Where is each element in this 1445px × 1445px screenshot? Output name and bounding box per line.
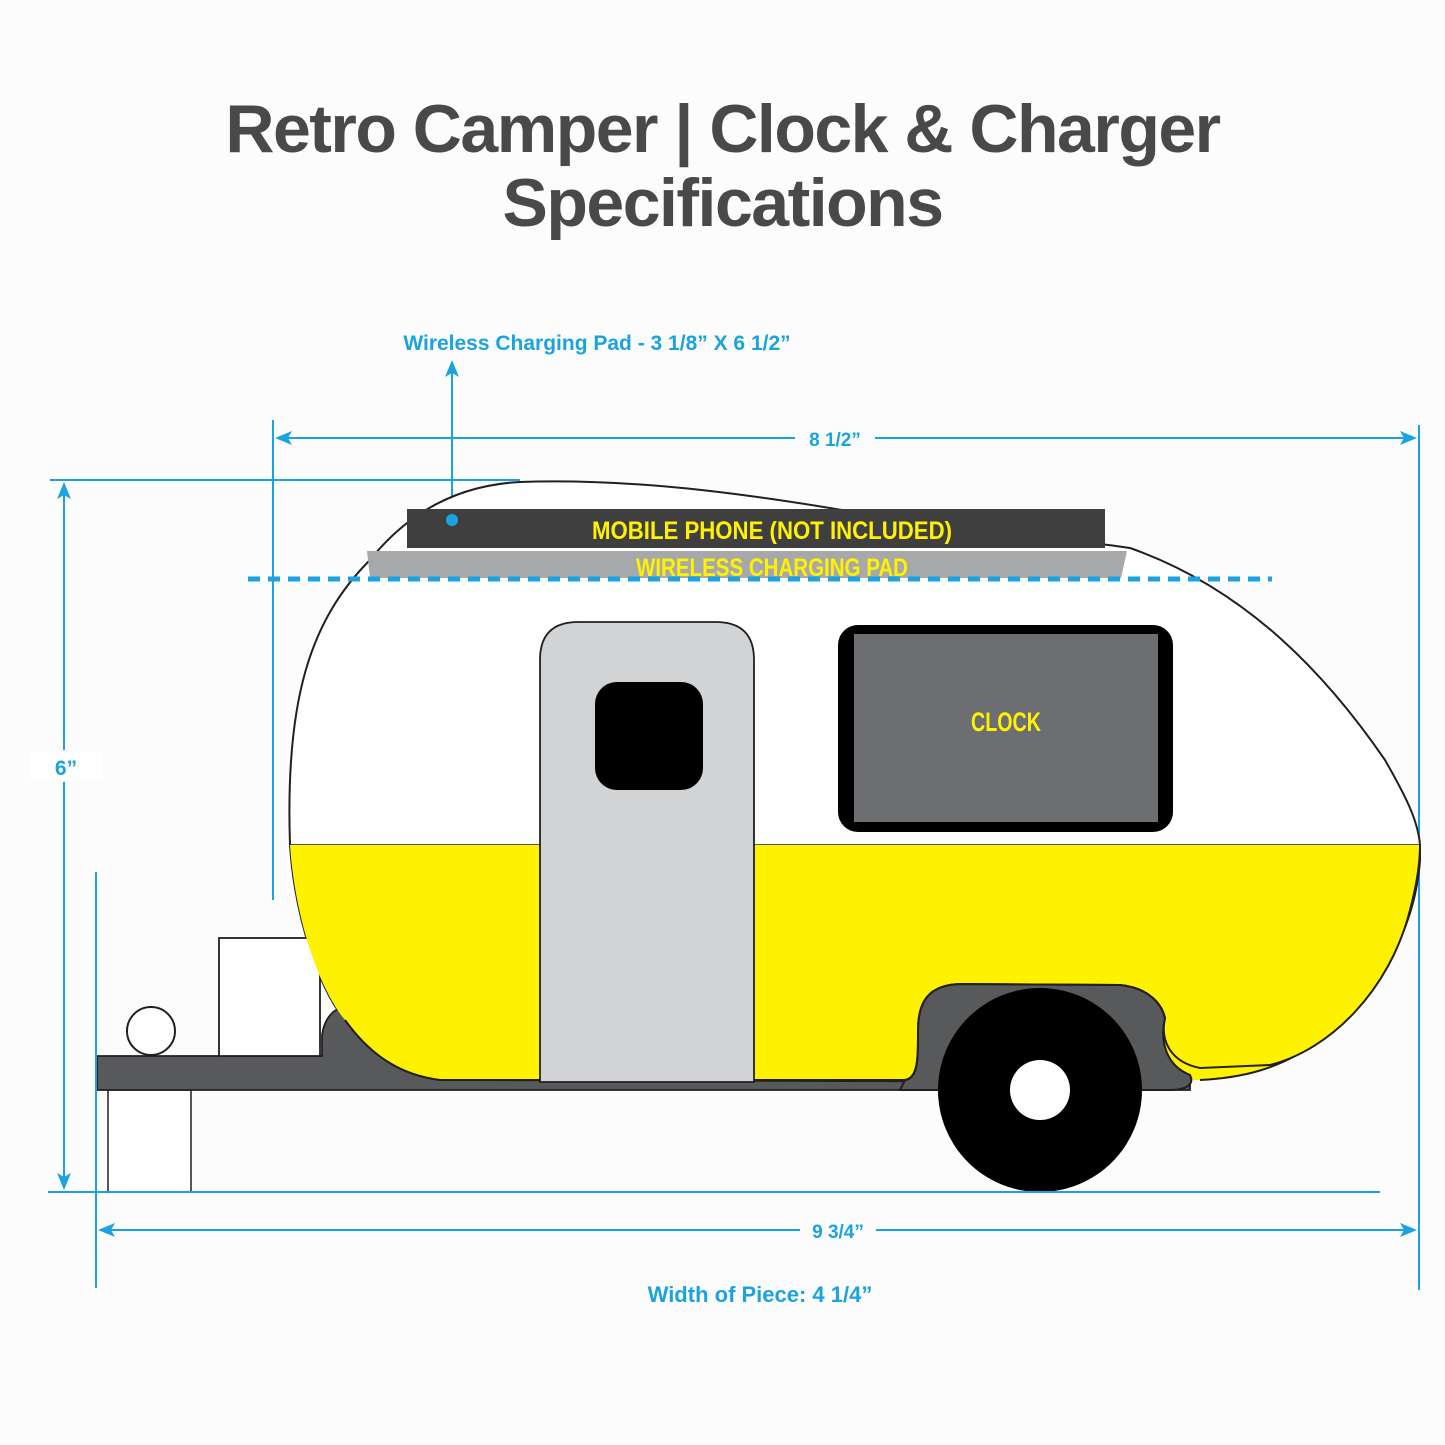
- jack-stand: [107, 1089, 192, 1193]
- wheel: [938, 988, 1142, 1192]
- charging-pad-shape: [367, 551, 1127, 578]
- hubcap: [1010, 1060, 1070, 1120]
- yellow-lower-body: [290, 845, 1420, 1080]
- arrow-up-icon: [57, 482, 71, 499]
- arrow-up-icon: [445, 360, 459, 377]
- arrow-left-icon: [275, 431, 292, 445]
- title-line-2: Specifications: [502, 165, 944, 241]
- phone-shape: [407, 509, 1105, 548]
- propane-box: [218, 937, 321, 1057]
- top-width-label: 8 1/2”: [809, 430, 861, 451]
- arrow-down-icon: [57, 1173, 71, 1190]
- arrow-right-icon: [1400, 1223, 1417, 1237]
- arrow-right-icon: [1400, 431, 1417, 445]
- callout-dot: [446, 514, 458, 526]
- total-width-label: 9 3/4”: [812, 1222, 864, 1243]
- height-dimension: 6”: [30, 479, 520, 1190]
- wireless-pad-dimension-label: Wireless Charging Pad - 3 1/8” X 6 1/2”: [403, 332, 790, 355]
- title-line-1: Retro Camper | Clock & Charger: [225, 91, 1221, 167]
- arrow-left-icon: [98, 1223, 115, 1237]
- mobile-phone: MOBILE PHONE (NOT INCLUDED): [407, 509, 1105, 548]
- clock-label: CLOCK: [971, 707, 1041, 737]
- door-window: [595, 682, 703, 790]
- clock-display: CLOCK: [838, 625, 1173, 832]
- wireless-pad-callout: Wireless Charging Pad - 3 1/8” X 6 1/2”: [403, 332, 791, 518]
- wireless-charging-pad: WIRELESS CHARGING PAD: [367, 551, 1127, 582]
- clock-face: [854, 634, 1158, 822]
- phone-label: MOBILE PHONE (NOT INCLUDED): [592, 517, 952, 545]
- height-label: 6”: [55, 757, 77, 780]
- page-title: Retro Camper | Clock & Charger Specifica…: [0, 92, 1445, 240]
- piece-width-label: Width of Piece: 4 1/4”: [648, 1282, 873, 1307]
- camper-door: [539, 621, 755, 1083]
- total-width-dimension: 9 3/4”: [48, 872, 1417, 1288]
- hitch-ball: [126, 1006, 176, 1056]
